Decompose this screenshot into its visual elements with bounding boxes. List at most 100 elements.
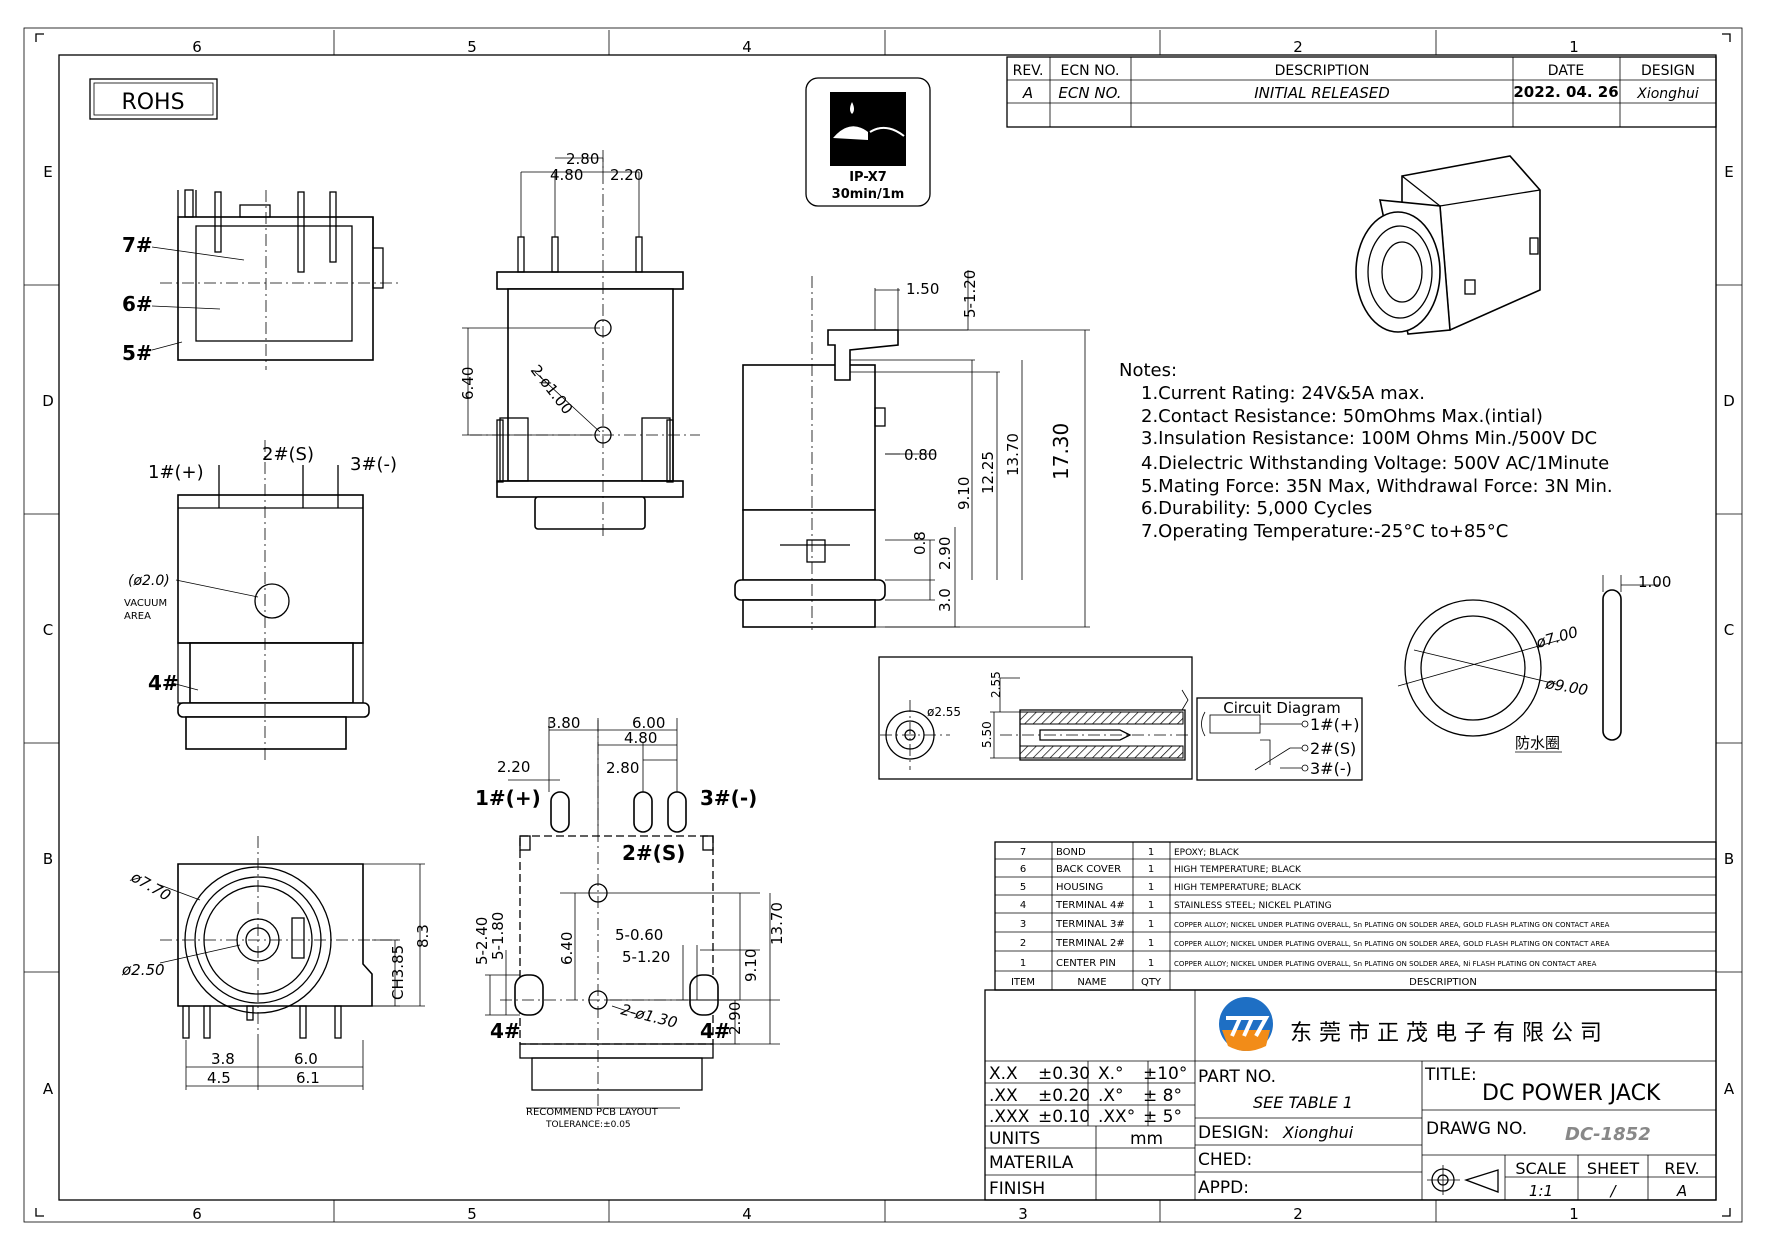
dim-pcb-5-1-20: 5-1.20: [622, 948, 670, 966]
label-7: 7#: [122, 233, 153, 257]
bom-qty: 1: [1148, 847, 1154, 858]
section-view-labels: ø2.55 2.55 5.50: [927, 671, 1003, 748]
bom-item: 5: [1020, 882, 1026, 893]
dim-pcb-13-70: 13.70: [768, 902, 786, 945]
bom-item: 1: [1020, 958, 1026, 969]
bom-desc: COPPER ALLOY; NICKEL UNDER PLATING OVERA…: [1174, 960, 1597, 968]
dim-side-0-8: 0.8: [911, 531, 929, 555]
tol-v-3: ±0.10: [1038, 1107, 1090, 1127]
date-value: 2022. 04. 26: [1513, 83, 1618, 101]
tol-k-2: .XX: [989, 1086, 1018, 1106]
bom-desc: COPPER ALLOY; NICKEL UNDER PLATING OVERA…: [1174, 940, 1610, 948]
tol-v-1: ±0.30: [1038, 1064, 1090, 1084]
tol-v-2: ±0.20: [1038, 1086, 1090, 1106]
vacuum-dia-label: (ø2.0): [128, 573, 170, 589]
label-6: 6#: [122, 292, 153, 316]
col-label-1: 1: [1569, 38, 1579, 56]
units-value: mm: [1130, 1129, 1163, 1149]
dim-rear-ch3-85: CH3.85: [389, 945, 407, 1000]
scale-value: 1:1: [1529, 1182, 1553, 1200]
tol-av-2: ± 8°: [1143, 1086, 1182, 1106]
dim-rear-2-50: ø2.50: [121, 961, 165, 979]
dim-rear-7-70: ø7.70: [127, 867, 174, 904]
section-view: [878, 656, 1193, 780]
rev-header: REV.: [1013, 63, 1044, 79]
vacuum-label: VACUUM: [124, 598, 167, 609]
material-label: MATERILA: [989, 1153, 1074, 1173]
pcb-pad-2: [633, 791, 653, 833]
bom-name: TERMINAL 2#: [1055, 938, 1125, 949]
bom-name: TERMINAL 4#: [1055, 900, 1125, 911]
rev-value: A: [1022, 84, 1033, 102]
col-label-1-bottom: 1: [1569, 1205, 1579, 1223]
col-label-6-bottom: 6: [192, 1205, 202, 1223]
dim-rear-6-1: 6.1: [296, 1069, 320, 1087]
bom-qty: 1: [1148, 864, 1154, 875]
bom-name: BACK COVER: [1056, 864, 1121, 875]
label-5: 5#: [122, 341, 153, 365]
title-label: TITLE:: [1424, 1065, 1477, 1085]
title-block-fields: PART NO. SEE TABLE 1 DESIGN: Xionghui CH…: [1198, 1065, 1700, 1200]
appd-label: APPD:: [1198, 1178, 1249, 1198]
pcb-label-4-right: 4#: [700, 1019, 731, 1043]
bom-name: HOUSING: [1056, 882, 1103, 893]
dim-ring-7-00: ø7.00: [1533, 623, 1580, 652]
description-value: INITIAL RELEASED: [1254, 84, 1390, 102]
drawing-frame: [23, 27, 1743, 1223]
dim-rear-4-5: 4.5: [207, 1069, 231, 1087]
ecn-value: ECN NO.: [1058, 84, 1121, 102]
bom-desc: EPOXY; BLACK: [1174, 848, 1240, 858]
bom-header-qty: QTY: [1141, 977, 1162, 988]
row-label-c-right: C: [1724, 621, 1734, 639]
col-label-5-bottom: 5: [467, 1205, 477, 1223]
area-label: AREA: [124, 611, 151, 622]
dim-pcb-4-80: 4.80: [624, 729, 657, 747]
bom-qty: 1: [1148, 900, 1154, 911]
dim-pcb-2-20: 2.20: [497, 758, 530, 776]
water-drop-icon: [850, 102, 854, 114]
seal-ring-label: 防水圈: [1515, 734, 1560, 752]
row-label-c: C: [43, 621, 53, 639]
rohs-badge: ROHS: [89, 78, 218, 120]
bom-rows: 7 BOND 1 EPOXY; BLACK 6 BACK COVER 1 HIG…: [1011, 847, 1610, 988]
col-label-2: 2: [1293, 38, 1303, 56]
tol-k-1: X.X: [989, 1064, 1018, 1084]
row-label-b: B: [43, 850, 53, 868]
design-header: DESIGN: [1641, 63, 1695, 79]
bom-item: 7: [1020, 847, 1026, 858]
dim-pcb-6-00: 6.00: [632, 714, 665, 732]
bom-item: 3: [1020, 919, 1026, 930]
dim-side-2-90: 2.90: [936, 537, 954, 570]
ip-rating-badge: IP-X7 30min/1m: [805, 77, 931, 207]
bom-qty: 1: [1148, 882, 1154, 893]
pcb-pin-3-label: 3#(-): [700, 786, 757, 810]
label-4-front: 4#: [148, 671, 179, 695]
bom-qty: 1: [1148, 938, 1154, 949]
bom-qty: 1: [1148, 958, 1154, 969]
dim-pcb-6-40: 6.40: [558, 932, 576, 965]
bom-header-item: ITEM: [1011, 977, 1035, 988]
dim-mid-6-40: 6.40: [459, 367, 477, 400]
finish-label: FINISH: [989, 1179, 1045, 1199]
pcb-pad-4b: [689, 974, 719, 1016]
drawg-no-value: DC-1852: [1565, 1124, 1651, 1145]
dim-ring-9-00: ø9.00: [1543, 674, 1589, 699]
dim-section-2-55-dia: ø2.55: [927, 705, 961, 719]
bom-qty: 1: [1148, 919, 1154, 930]
row-label-d-right: D: [1723, 392, 1735, 410]
rev-label: REV.: [1664, 1159, 1699, 1178]
circuit-pin-2: 2#(S): [1310, 739, 1356, 758]
bom-desc: HIGH TEMPERATURE; BLACK: [1174, 883, 1302, 893]
dim-side-0-80: 0.80: [904, 446, 937, 464]
description-header: DESCRIPTION: [1275, 63, 1370, 79]
dim-pcb-5-0-60: 5-0.60: [615, 926, 663, 944]
ip-duration-text: 30min/1m: [832, 187, 905, 202]
pcb-layout-labels: 3.80 6.00 4.80 2.20 2.80 1#(+) 3#(-) 2#(…: [473, 714, 786, 1130]
side-view-dims: 1.50 5-1.20 0.80 0.8 2.90 3.0 9.10 12.25…: [904, 270, 1073, 612]
rev-value-tb: A: [1676, 1182, 1687, 1200]
dim-side-1-50: 1.50: [906, 280, 939, 298]
row-label-e: E: [43, 163, 52, 181]
circuit-title: Circuit Diagram: [1223, 699, 1340, 717]
pcb-caption: RECOMMEND PCB LAYOUT: [526, 1107, 659, 1118]
